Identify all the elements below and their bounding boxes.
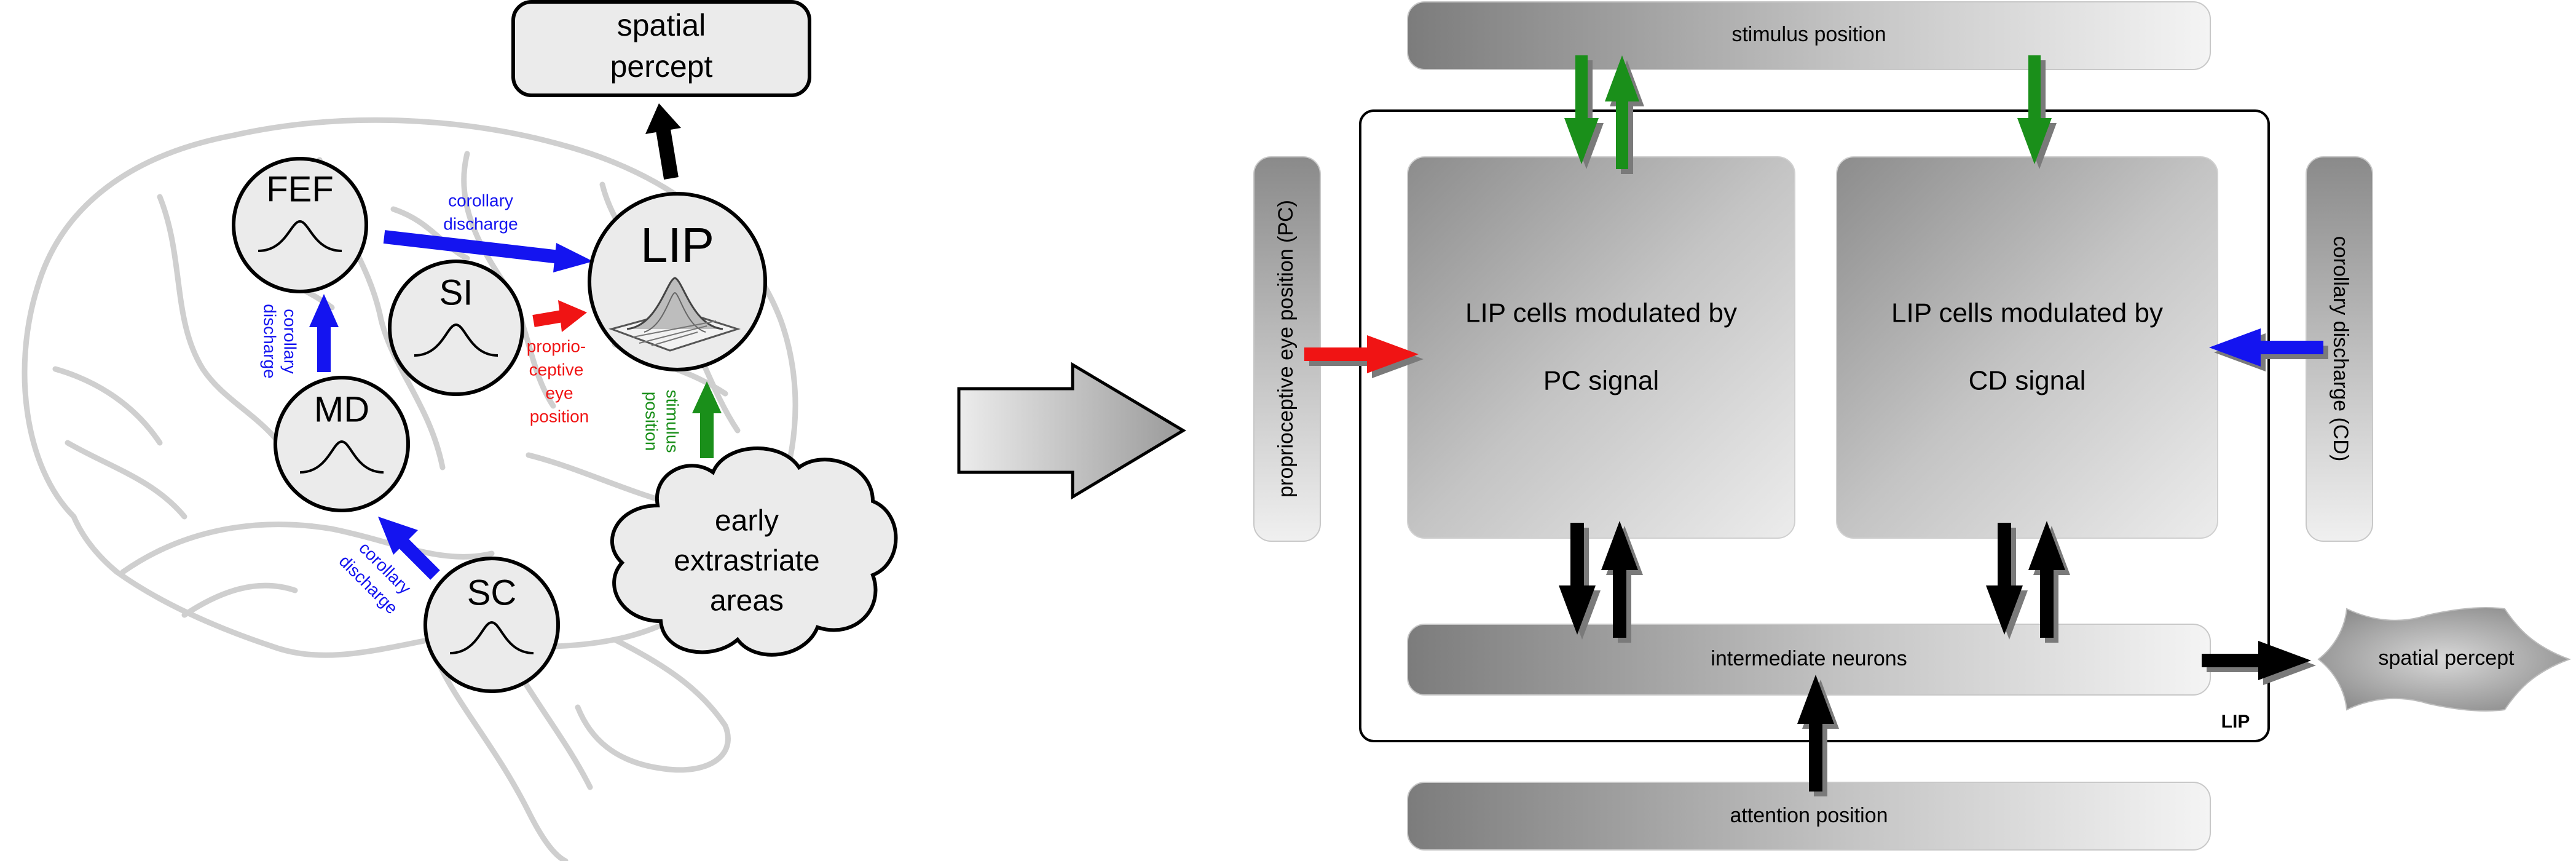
lip-to-percept-arrow xyxy=(645,103,681,180)
sc-node xyxy=(423,557,560,693)
fef-node-label: FEF xyxy=(266,169,334,209)
sc-node-label: SC xyxy=(467,573,517,613)
cloud-to-lip-label-line2: position xyxy=(642,392,661,451)
lip-frame-label: LIP xyxy=(2221,712,2250,732)
si-to-lip-arrow xyxy=(532,300,587,332)
intermediate-neurons-label: intermediate neurons xyxy=(1711,647,1907,670)
pc-to-stimulus-arrow xyxy=(1605,55,1644,174)
intermediate-to-percept-arrow xyxy=(2202,641,2316,685)
si-to-lip-label-line3: eye xyxy=(545,383,573,402)
lip-node-label: LIP xyxy=(640,218,714,272)
corollary-discharge-label: corollary discharge (CD) xyxy=(2329,236,2352,462)
md-to-fef-label-line2: discharge xyxy=(261,304,280,378)
spatial-percept-box xyxy=(511,0,811,97)
gaussian-icon xyxy=(414,323,498,357)
md-node xyxy=(274,376,410,512)
pc-cells-box xyxy=(1407,156,1795,539)
cd-cells-box xyxy=(1836,156,2218,539)
cd-cells-label-line2: CD signal xyxy=(1969,366,2086,396)
transition-arrow xyxy=(957,362,1186,500)
proprioceptive-eye-position-label: proprioceptive eye position (PC) xyxy=(1274,200,1298,498)
attention-position-label: attention position xyxy=(1730,804,1888,827)
spatial-percept-label-line1: spatial xyxy=(617,8,706,42)
si-node-label: SI xyxy=(439,272,473,312)
pc-to-intermediate-arrow xyxy=(1559,523,1601,640)
fef-to-lip-label-line2: discharge xyxy=(443,214,518,233)
pc-signal-arrow xyxy=(1304,335,1424,378)
attention-to-intermediate-arrow xyxy=(1797,675,1839,796)
stimulus-position-label: stimulus position xyxy=(1731,23,1886,46)
pc-cells-label-line1: LIP cells modulated by xyxy=(1465,298,1737,328)
spatial-percept-label-line2: percept xyxy=(610,49,713,84)
gaussian-surface-icon xyxy=(609,277,741,352)
cloud-label-line1: early xyxy=(715,505,779,538)
spatial-percept-star xyxy=(2317,607,2571,712)
cloud-label-line3: areas xyxy=(710,585,784,617)
stimulus-position-bar xyxy=(1407,1,2211,70)
cloud-to-lip-arrow xyxy=(692,381,722,458)
md-to-fef-arrow xyxy=(309,294,339,372)
cd-cells-label-line1: LIP cells modulated by xyxy=(1891,298,2163,328)
gaussian-icon xyxy=(258,220,342,252)
fef-to-lip-arrow xyxy=(383,230,593,272)
cloud-label-line2: extrastriate xyxy=(674,545,819,577)
stimulus-to-cd-arrow xyxy=(2017,55,2057,169)
si-to-lip-label-line1: proprio- xyxy=(527,336,586,355)
md-node-label: MD xyxy=(314,389,369,429)
cd-to-intermediate-arrow xyxy=(1986,523,2028,640)
gaussian-icon xyxy=(299,440,384,474)
gaussian-icon xyxy=(449,621,534,654)
intermediate-to-cd-arrow xyxy=(2028,521,2070,643)
pc-cells-label-line2: PC signal xyxy=(1543,366,1659,396)
spatial-percept-output-label: spatial percept xyxy=(2378,646,2515,670)
lip-node xyxy=(588,192,767,371)
fef-to-lip-label-line1: corollary xyxy=(448,191,513,210)
md-to-fef-label-line1: corollary xyxy=(281,309,300,374)
intermediate-to-pc-arrow xyxy=(1601,521,1643,643)
stimulus-to-pc-arrow xyxy=(1564,55,1604,169)
fef-node xyxy=(232,157,368,293)
cloud-to-lip-label-line1: stimulus xyxy=(663,390,682,453)
si-node xyxy=(388,260,524,396)
cd-signal-arrow xyxy=(2209,328,2328,371)
early-extrastriate-cloud xyxy=(610,446,898,657)
si-to-lip-label-line4: position xyxy=(530,407,589,426)
si-to-lip-label-line2: ceptive xyxy=(529,360,584,379)
sc-to-md-arrow xyxy=(378,517,440,580)
